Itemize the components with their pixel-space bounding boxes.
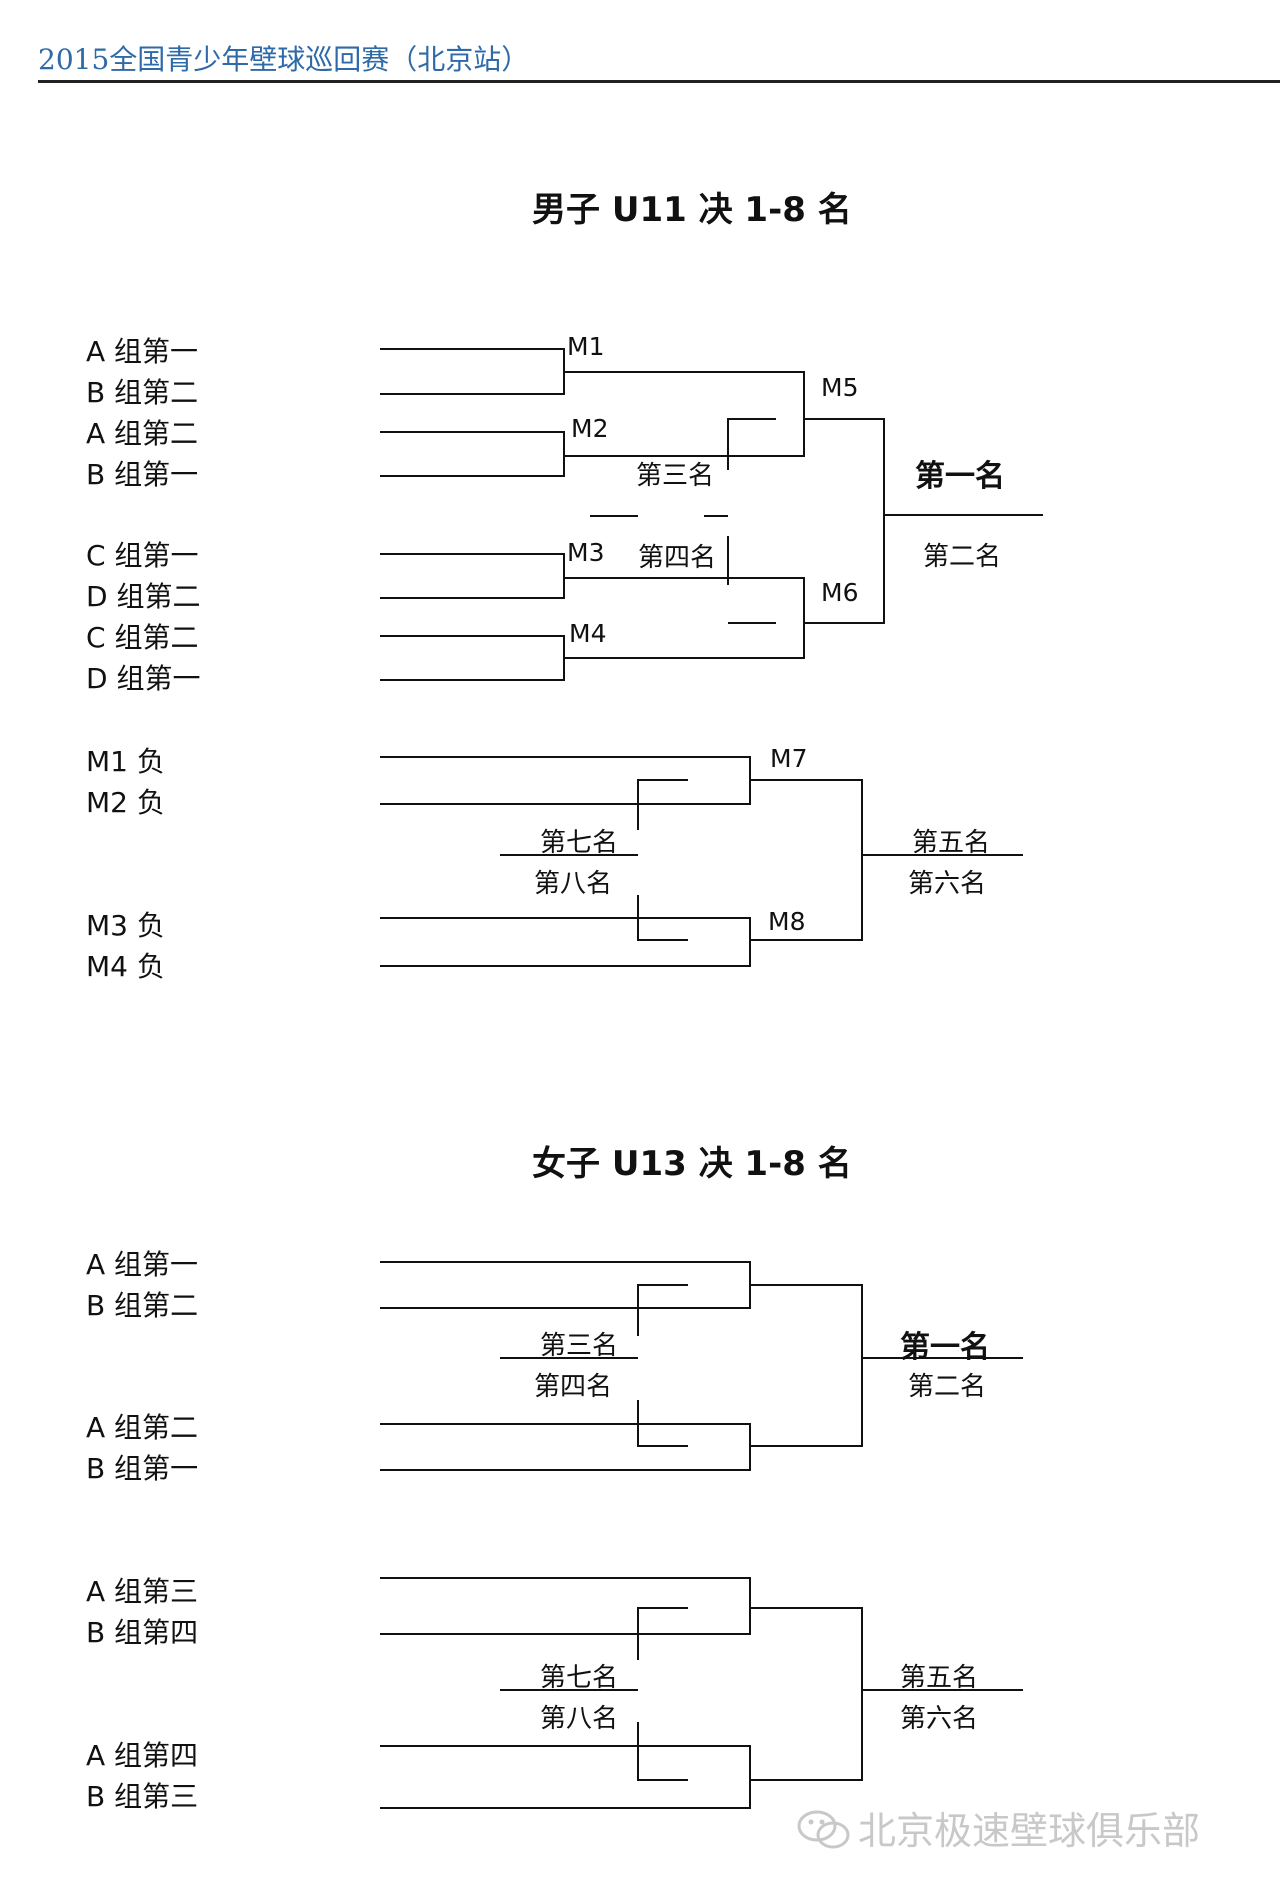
rank-first: 第一名 [900,1330,990,1365]
boys-entrant: D 组第一 [86,662,201,695]
match-label-m4: M4 [569,619,607,648]
bracket-line-m6 [564,577,805,659]
watermark-text: 北京极速壁球俱乐部 [858,1809,1201,1853]
match-label-m2: M2 [571,414,609,443]
boys-bracket-main [380,348,1043,681]
girls-bracket-consolation [380,1577,1023,1809]
boys-loser: M4 负 [86,950,165,983]
girls-entrant: A 组第三 [86,1575,199,1608]
document-header: 2015全国青少年壁球巡回赛（北京站） [38,43,530,76]
match-label-m5: M5 [821,373,859,402]
rank-first: 第一名 [915,459,1005,494]
girls-u13-title: 女子 U13 决 1-8 名 [532,1144,852,1184]
boys-loser: M1 负 [86,745,165,778]
boys-entrant: A 组第二 [86,417,199,450]
girls-entrant: B 组第三 [86,1780,199,1813]
rank-seventh: 第七名 [540,1663,619,1693]
rank-fourth: 第四名 [534,1372,613,1402]
boys-entrant: B 组第二 [86,376,199,409]
match-label-m7: M7 [770,744,808,773]
boys-entrant: C 组第一 [86,539,199,572]
girls-entrant: B 组第四 [86,1616,199,1649]
rank-third: 第三名 [636,461,715,491]
match-label-m3: M3 [567,538,605,567]
bracket-line-m5 [564,371,805,457]
wechat-icon [797,1810,850,1849]
boys-entrant: A 组第一 [86,335,199,368]
boys-loser: M3 负 [86,909,165,942]
rank-sixth: 第六名 [908,869,987,899]
bracket-line-fifth [750,779,863,941]
rank-eighth: 第八名 [540,1704,619,1734]
rank-eighth: 第八名 [534,869,613,899]
boys-loser: M2 负 [86,786,165,819]
rank-seventh: 第七名 [540,828,619,858]
girls-entrant: A 组第一 [86,1248,199,1281]
bracket-line-m2 [380,431,565,477]
match-label-m8: M8 [768,907,806,936]
rank-second: 第二名 [908,1372,987,1402]
girls-entrant: A 组第四 [86,1739,199,1772]
rank-fifth: 第五名 [900,1663,979,1693]
boys-u11-title: 男子 U11 决 1-8 名 [532,190,852,230]
rank-fifth: 第五名 [912,828,991,858]
boys-bracket-consolation [380,756,1023,967]
third-place-bracket [727,418,776,470]
girls-entrant: A 组第二 [86,1411,199,1444]
bracket-line-m1 [380,348,565,395]
boys-entrant: B 组第一 [86,458,199,491]
header-rule [38,80,1280,83]
rank-second: 第二名 [923,542,1002,572]
bracket-line-m7 [380,756,751,805]
girls-entrant: B 组第一 [86,1452,199,1485]
match-label-m1: M1 [567,332,605,361]
rank-third: 第三名 [540,1331,619,1361]
girls-entrant: B 组第二 [86,1289,199,1322]
bracket-line-final [804,418,885,624]
boys-entrant: D 组第二 [86,580,201,613]
girls-bracket-main [380,1261,1023,1471]
rank-sixth: 第六名 [900,1704,979,1734]
boys-entrant: C 组第二 [86,621,199,654]
bracket-line-m4 [380,635,565,681]
bracket-line-m8 [380,917,751,967]
rank-fourth: 第四名 [638,543,717,573]
bracket-line-m3 [380,553,565,599]
match-label-m6: M6 [821,578,859,607]
